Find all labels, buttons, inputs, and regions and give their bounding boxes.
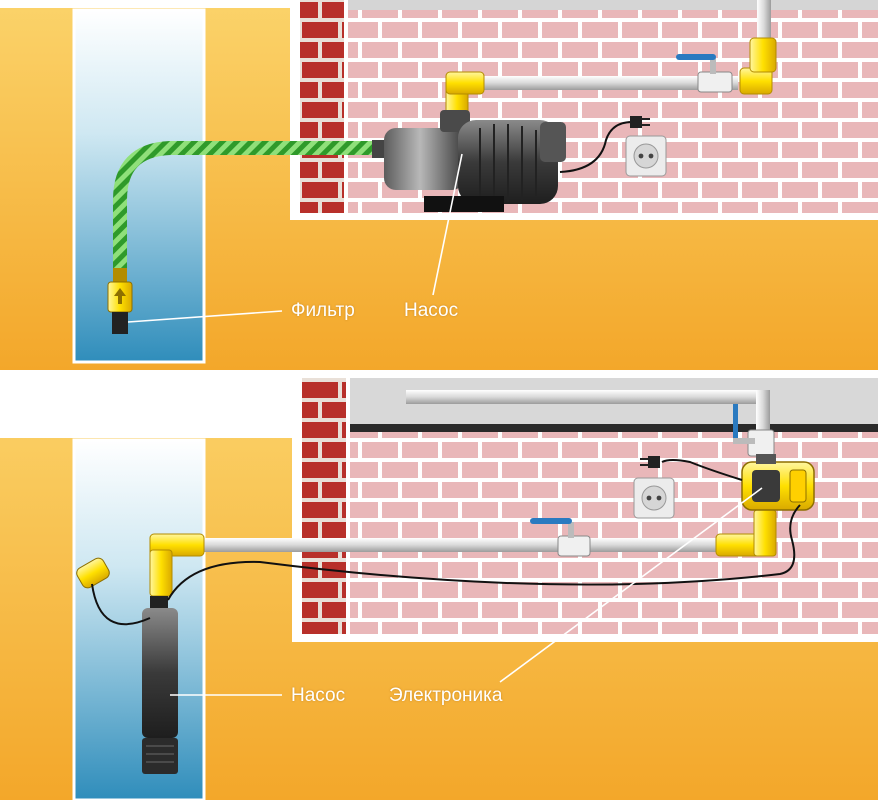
bottom-ball-valve <box>530 518 591 557</box>
bottom-electronics-unit <box>741 454 815 511</box>
top-well <box>72 8 206 364</box>
top-filter-label: Фильтр <box>291 300 355 321</box>
top-power <box>559 116 667 177</box>
bottom-brick-wall <box>350 430 878 634</box>
top-filter-leader <box>127 310 283 323</box>
top-surface-pump <box>372 110 566 212</box>
bottom-socket-icon <box>633 477 675 519</box>
top-suction-hose <box>113 141 380 270</box>
top-panel <box>0 0 878 370</box>
bottom-pump-cable <box>167 504 801 601</box>
bottom-upper-valve <box>733 404 775 457</box>
bottom-pump-label: Насос <box>291 685 346 706</box>
bottom-panel <box>0 378 878 800</box>
top-filter <box>107 268 133 334</box>
bottom-electronics-leader <box>499 487 763 683</box>
bottom-electronics-label: Электроника <box>389 685 503 706</box>
top-red-brick-wall <box>300 0 344 213</box>
top-house <box>290 0 878 220</box>
bottom-red-brick-wall <box>302 378 346 634</box>
panel-divider <box>0 370 878 378</box>
bottom-well <box>72 438 206 800</box>
bottom-submersible-pump <box>142 596 178 774</box>
top-pump-leader <box>432 153 463 296</box>
top-socket-icon <box>625 135 667 177</box>
bottom-float-switch <box>76 557 151 626</box>
bottom-power <box>633 456 743 519</box>
bottom-pipes <box>149 390 777 597</box>
top-ball-valve <box>676 54 733 93</box>
top-pump-label: Насос <box>404 300 459 321</box>
